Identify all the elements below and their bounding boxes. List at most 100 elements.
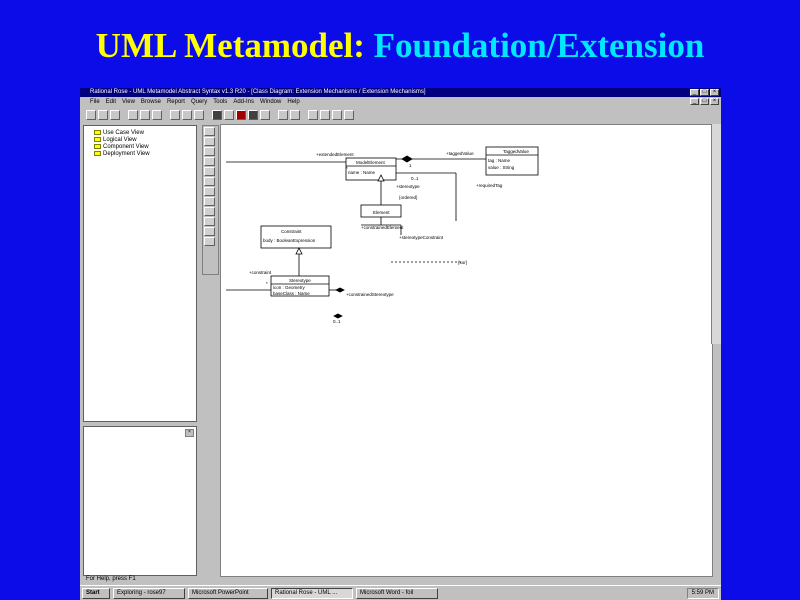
aggregation-diamond-icon bbox=[335, 287, 345, 293]
maximize-button[interactable]: □ bbox=[700, 89, 709, 96]
slide-title-main: UML Metamodel: bbox=[95, 26, 365, 65]
tree-item-use-case-view[interactable]: Use Case View bbox=[84, 129, 196, 136]
folder-icon bbox=[94, 137, 101, 142]
magnify-icon[interactable] bbox=[344, 110, 354, 120]
main-toolbar bbox=[80, 108, 721, 122]
use-case-icon[interactable] bbox=[224, 110, 234, 120]
open-icon[interactable] bbox=[98, 110, 108, 120]
start-button[interactable]: Start bbox=[82, 587, 110, 599]
generalization-arrow-icon bbox=[295, 247, 303, 255]
clock: 5:59 PM bbox=[691, 589, 714, 596]
menu-edit[interactable]: Edit bbox=[105, 99, 117, 105]
folder-icon bbox=[94, 144, 101, 149]
taskbar-item-powerpoint[interactable]: Microsoft PowerPoint bbox=[188, 587, 268, 599]
cut-icon[interactable] bbox=[128, 110, 138, 120]
minimize-button[interactable]: _ bbox=[690, 89, 699, 96]
menu-tools[interactable]: Tools bbox=[213, 99, 228, 105]
label-mult-0-1: 0..1 bbox=[411, 176, 419, 181]
window-titlebar: Rational Rose - UML Metamodel Abstract S… bbox=[80, 88, 721, 97]
note-tool-icon[interactable] bbox=[204, 147, 215, 156]
new-icon[interactable] bbox=[86, 110, 96, 120]
menu-view[interactable]: View bbox=[122, 99, 135, 105]
class-model-element[interactable] bbox=[345, 157, 397, 181]
deployment-icon[interactable] bbox=[248, 110, 258, 120]
menu-bar: File Edit View Browse Report Query Tools… bbox=[80, 97, 721, 107]
taskbar-item-rose[interactable]: Rational Rose - UML ... bbox=[271, 587, 353, 599]
class-diagram-icon[interactable] bbox=[212, 110, 222, 120]
interface-tool-icon[interactable] bbox=[204, 177, 215, 186]
label-tagged-value: +taggedValue bbox=[446, 151, 474, 156]
class-constraint-name: Constraint bbox=[281, 229, 302, 234]
documentation-pane[interactable]: × bbox=[83, 426, 197, 576]
class-diagram-canvas[interactable]: ModelElement name : Name TaggedValue tag… bbox=[220, 124, 713, 577]
menu-addins[interactable]: Add-Ins bbox=[233, 99, 254, 105]
class-tagged-value-attr1: tag : Name bbox=[488, 158, 511, 163]
dependency-tool-icon[interactable] bbox=[204, 207, 215, 216]
menu-help[interactable]: Help bbox=[287, 99, 300, 105]
close-icon[interactable]: × bbox=[185, 429, 194, 437]
print-icon[interactable] bbox=[170, 110, 180, 120]
fit-window-icon[interactable] bbox=[320, 110, 330, 120]
tree-item-component-view[interactable]: Component View bbox=[84, 143, 196, 150]
tree-item-label: Logical View bbox=[103, 136, 137, 143]
previous-diagram-icon[interactable] bbox=[278, 110, 288, 120]
zoom-in-icon[interactable] bbox=[290, 110, 300, 120]
doc-close-button[interactable]: × bbox=[710, 98, 719, 105]
taskbar-item-word[interactable]: Microsoft Word - foil bbox=[356, 587, 438, 599]
tree-item-label: Use Case View bbox=[103, 129, 144, 136]
tree-item-label: Deployment View bbox=[103, 150, 150, 157]
slide-title-sub: Foundation/Extension bbox=[373, 26, 705, 65]
browse-icon[interactable] bbox=[194, 110, 204, 120]
doc-minimize-button[interactable]: _ bbox=[690, 98, 699, 105]
parent-icon[interactable] bbox=[260, 110, 270, 120]
label-mult-0-1b: 0..1 bbox=[333, 319, 341, 324]
tree-item-deployment-view[interactable]: Deployment View bbox=[84, 150, 196, 157]
save-icon[interactable] bbox=[110, 110, 120, 120]
menu-query[interactable]: Query bbox=[190, 99, 208, 105]
undo-fit-icon[interactable] bbox=[332, 110, 342, 120]
component-icon[interactable] bbox=[236, 110, 246, 120]
select-tool-icon[interactable] bbox=[204, 127, 215, 136]
system-tray: 5:59 PM bbox=[686, 587, 719, 599]
class-tool-icon[interactable] bbox=[204, 167, 215, 176]
label-stereotype: +stereotype bbox=[396, 184, 420, 189]
help-icon[interactable] bbox=[182, 110, 192, 120]
menu-window[interactable]: Window bbox=[260, 99, 282, 105]
label-constrained-element: +constrainedElement bbox=[361, 225, 404, 230]
class-tagged-value[interactable] bbox=[485, 146, 539, 176]
close-button[interactable]: × bbox=[710, 89, 719, 96]
tree-item-logical-view[interactable]: Logical View bbox=[84, 136, 196, 143]
window-title: Rational Rose - UML Metamodel Abstract S… bbox=[90, 89, 426, 95]
label-xor: {xor} bbox=[458, 260, 468, 265]
aggregation-diamond-icon bbox=[401, 155, 413, 163]
aggregation-tool-icon[interactable] bbox=[204, 197, 215, 206]
generalization-tool-icon[interactable] bbox=[204, 217, 215, 226]
menu-report[interactable]: Report bbox=[166, 99, 185, 105]
taskbar-item-explorer[interactable]: Exploring - rose97 bbox=[113, 587, 185, 599]
paste-icon[interactable] bbox=[152, 110, 162, 120]
class-constraint[interactable] bbox=[270, 275, 330, 297]
menu-file[interactable]: File bbox=[90, 99, 100, 105]
class-model-element-attr: name : Name bbox=[348, 170, 376, 175]
package-tool-icon[interactable] bbox=[204, 237, 215, 246]
text-tool-icon[interactable] bbox=[204, 137, 215, 146]
tree-item-label: Component View bbox=[103, 143, 149, 150]
anchor-tool-icon[interactable] bbox=[204, 157, 215, 166]
label-mult-star1: * bbox=[346, 166, 348, 171]
class-constraint-attr: body : BooleanExpression bbox=[263, 238, 316, 243]
zoom-out-icon[interactable] bbox=[308, 110, 318, 120]
diagram-toolbox bbox=[202, 125, 219, 275]
windows-taskbar: Start Exploring - rose97 Microsoft Power… bbox=[80, 585, 721, 600]
aggregation-diamond-icon bbox=[333, 313, 343, 319]
label-constrained-stereotype: +constrainedStereotype bbox=[346, 292, 394, 297]
model-browser[interactable]: Use Case View Logical View Component Vie… bbox=[83, 125, 197, 422]
class-stereotype[interactable] bbox=[260, 225, 332, 249]
diagram-scrollbar[interactable] bbox=[711, 124, 721, 344]
doc-restore-button[interactable]: □ bbox=[700, 98, 709, 105]
association-tool-icon[interactable] bbox=[204, 187, 215, 196]
realize-tool-icon[interactable] bbox=[204, 227, 215, 236]
folder-icon bbox=[94, 130, 101, 135]
menu-browse[interactable]: Browse bbox=[140, 99, 161, 105]
copy-icon[interactable] bbox=[140, 110, 150, 120]
label-mult-star2: * bbox=[266, 281, 268, 286]
